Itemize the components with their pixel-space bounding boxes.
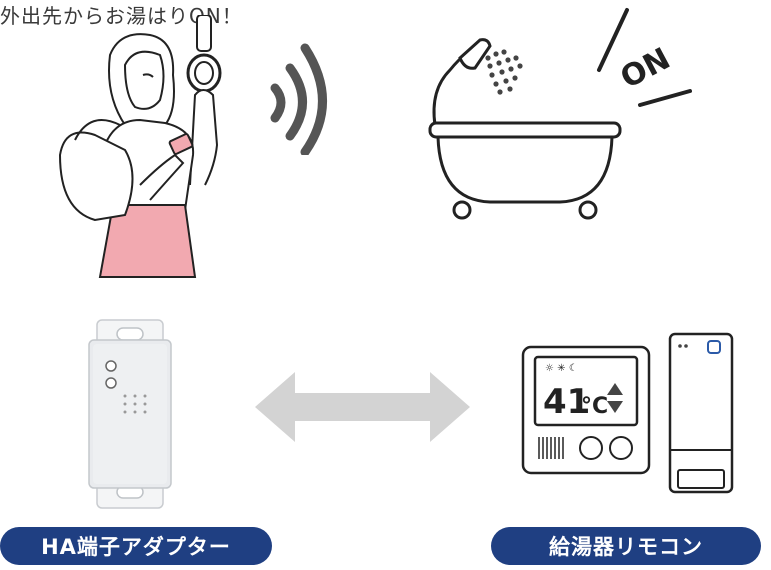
bathtub-shower-illustration [428, 38, 622, 220]
on-indicator: ON [597, 8, 692, 107]
remote-unit: °C [581, 394, 608, 419]
svg-text:☼ ✳ ☾: ☼ ✳ ☾ [545, 363, 578, 374]
ha-adapter-device [88, 319, 172, 509]
wireless-adapter-unit [668, 332, 734, 494]
ha-adapter-label: HA端子アダプター [0, 527, 272, 565]
woman-phone-illustration [58, 15, 222, 278]
remote-label: 給湯器リモコン [491, 527, 761, 565]
bidirectional-arrow [255, 372, 470, 442]
water-heater-remote: ☼ ✳ ☾ 41 °C [521, 345, 651, 475]
on-text: ON [615, 41, 676, 96]
remote-temperature: 41 [543, 382, 590, 422]
wireless-signal-icon [270, 43, 327, 155]
